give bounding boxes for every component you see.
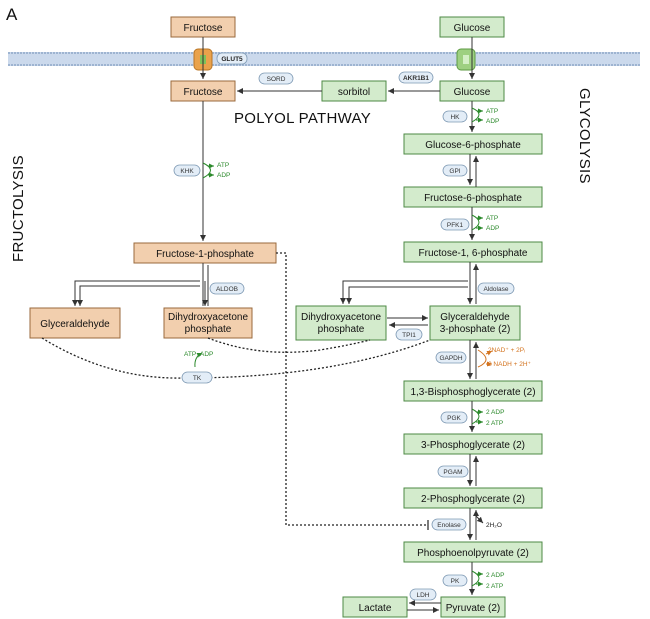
fructose-6-phosphate-box (403, 186, 543, 208)
enzyme-tpi1: TPI1 (402, 332, 416, 339)
enzyme-sord: SORD (267, 76, 286, 83)
dhap-left-box (163, 307, 253, 339)
glucose-6-phosphate-box (403, 133, 543, 155)
tpi1-pill (395, 328, 423, 341)
fructose-1-6-phosphate: Fructose-1, 6-phosphate (419, 248, 528, 259)
enolase-water: 2H₂O (486, 522, 502, 529)
sorbitol: sorbitol (338, 87, 370, 98)
dhap-left-line1: Dihydroxyacetone (168, 312, 248, 323)
ldh-pill (409, 588, 437, 601)
lactate-box (342, 596, 408, 618)
cell-membrane (8, 52, 640, 66)
enzyme-pgk: PGK (447, 415, 461, 422)
3-phosphoglycerate: 3-Phosphoglycerate (2) (421, 440, 525, 451)
gapdh-nadh: 2 NADH + 2H⁺ (488, 361, 532, 368)
pk-2adp: 2 ADP (486, 572, 504, 579)
tk-atp: ATP (184, 351, 196, 358)
lactate: Lactate (359, 603, 392, 614)
pyruvate: Pyruvate (2) (446, 603, 500, 614)
enzyme-hk: HK (450, 114, 460, 121)
glucose-transporter (456, 48, 476, 71)
tk-pill (181, 371, 213, 384)
phosphoenolpyruvate: Phosphoenolpyruvate (2) (417, 548, 529, 559)
fructose-intracellular: Fructose (184, 87, 223, 98)
enzyme-aldob: ALDOB (216, 286, 238, 293)
pgam-pill (437, 465, 469, 478)
enzyme-gapdh: GAPDH (439, 355, 462, 362)
akr1b1-pill (398, 71, 434, 84)
enzyme-tk: TK (193, 375, 202, 382)
3-phosphoglycerate-box (403, 433, 543, 455)
hk-pill (442, 110, 468, 123)
polyol-pathway-title: POLYOL PATHWAY (234, 110, 371, 127)
g3p-box (429, 305, 521, 341)
glycolysis-label: GLYCOLYSIS (576, 88, 593, 184)
dhap-right-line1: Dihydroxyacetone (301, 312, 381, 323)
pgk-pill (440, 411, 468, 424)
aldolase-pill (477, 282, 515, 295)
g3p-line1: Glyceraldehyde (440, 312, 510, 323)
hk-atp: ATP (486, 108, 498, 115)
fructolysis-label: FRUCTOLYSIS (10, 155, 27, 262)
dhap-right-box (295, 305, 387, 341)
cofactor-curves (194, 107, 493, 587)
khk-adp: ADP (217, 172, 230, 179)
g3p-line2: 3-phosphate (2) (440, 324, 511, 335)
pfk1-pill (440, 218, 470, 231)
enzyme-pk: PK (451, 578, 460, 585)
gpi-pill (442, 164, 468, 177)
panel-label: A (6, 5, 18, 24)
glucose-6-phosphate: Glucose-6-phosphate (425, 140, 521, 151)
enzyme-pfk1: PFK1 (447, 222, 464, 229)
pyruvate-box (440, 596, 506, 618)
enolase-pill (431, 518, 467, 531)
pgk-2adp: 2 ADP (486, 409, 504, 416)
enzyme-akr1b1: AKR1B1 (403, 75, 429, 82)
glut5-label: GLUT5 (221, 56, 243, 63)
enzyme-gpi: GPI (449, 168, 460, 175)
pk-pill (442, 574, 468, 587)
phosphoenolpyruvate-box (403, 541, 543, 563)
2-phosphoglycerate-box (403, 487, 543, 509)
glyceraldehyde: Glyceraldehyde (40, 319, 110, 330)
pfk1-adp: ADP (486, 225, 499, 232)
fructose-6-phosphate: Fructose-6-phosphate (424, 193, 522, 204)
pk-2atp: 2 ATP (486, 583, 503, 590)
khk-atp: ATP (217, 162, 229, 169)
glyceraldehyde-box (29, 307, 121, 339)
dhap-left-line2: phosphate (185, 324, 232, 335)
sord-pill (258, 72, 294, 85)
enzyme-enolase: Enolase (437, 522, 461, 529)
enzyme-ldh: LDH (416, 592, 429, 599)
bisphosphoglycerate: 1,3-Bisphosphoglycerate (2) (410, 387, 535, 398)
dotted-links (41, 252, 431, 530)
glucose-extracellular: Glucose (454, 23, 491, 34)
glucose-intracellular: Glucose (454, 87, 491, 98)
enzyme-pgam: PGAM (443, 469, 462, 476)
enzyme-khk: KHK (180, 168, 194, 175)
fructose-1-6-phosphate-box (403, 241, 543, 263)
gapdh-nad: 2NAD⁺ + 2Pᵢ (488, 347, 525, 354)
glut5-label-pill (216, 52, 248, 65)
fructose-1-phosphate: Fructose-1-phosphate (156, 249, 254, 260)
reaction-arrows (72, 37, 479, 613)
hk-adp: ADP (486, 118, 499, 125)
gapdh-pill (435, 351, 467, 364)
enzyme-aldolase: Aldolase (484, 286, 509, 293)
pgk-2atp: 2 ATP (486, 420, 503, 427)
bisphosphoglycerate-box (403, 380, 543, 402)
pfk1-atp: ATP (486, 215, 498, 222)
aldob-pill (209, 282, 245, 295)
dhap-right-line2: phosphate (318, 324, 365, 335)
fructose-extracellular: Fructose (184, 23, 223, 34)
2-phosphoglycerate: 2-Phosphoglycerate (2) (421, 494, 525, 505)
tk-adp: ADP (200, 351, 213, 358)
khk-pill (173, 164, 201, 177)
